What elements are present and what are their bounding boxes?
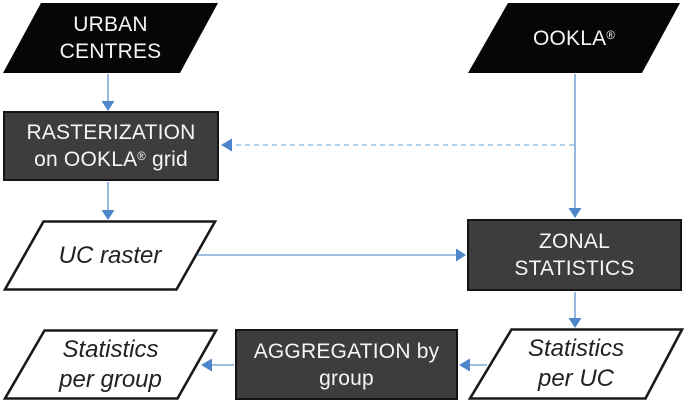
zonal-statistics-label: ZONAL STATISTICS bbox=[469, 221, 680, 289]
rasterization-label: RASTERIZATION on OOKLA® grid bbox=[5, 113, 217, 179]
node-urban-centres: URBAN CENTRES bbox=[3, 3, 218, 73]
statistics-per-uc-label: Statistics per UC bbox=[468, 328, 684, 400]
statistics-per-uc-line2: per UC bbox=[537, 365, 615, 392]
rasterization-line2-prefix: on OOKLA bbox=[34, 148, 138, 171]
node-rasterization: RASTERIZATION on OOKLA® grid bbox=[3, 111, 219, 181]
edge-urban-centres-to-rasterization bbox=[101, 74, 115, 111]
parallelogram-shape bbox=[468, 3, 680, 73]
uc-raster-text: UC raster bbox=[58, 241, 162, 269]
parallelogram-shape bbox=[467, 328, 685, 400]
node-statistics-per-uc: Statistics per UC bbox=[467, 328, 685, 400]
statistics-per-group-line2: per group bbox=[59, 365, 162, 393]
arrowhead-down-icon bbox=[101, 210, 115, 220]
registered-trademark-symbol: ® bbox=[137, 151, 146, 164]
zonal-statistics-line1: ZONAL bbox=[538, 230, 610, 253]
arrowhead-left-icon bbox=[201, 358, 212, 372]
arrowhead-down-icon bbox=[568, 318, 582, 328]
statistics-per-group-label: Statistics per group bbox=[3, 329, 218, 400]
arrowhead-left-icon bbox=[221, 138, 232, 152]
edge-statistics-per-uc-to-aggregation bbox=[459, 358, 487, 372]
aggregation-label: AGGREGATION by group bbox=[237, 331, 456, 398]
ookla-label: OOKLA® bbox=[468, 3, 680, 73]
edge-ookla-to-zonal-statistics bbox=[568, 74, 582, 218]
aggregation-line2: group bbox=[319, 366, 374, 390]
node-aggregation: AGGREGATION by group bbox=[235, 329, 458, 400]
arrowhead-down-icon bbox=[568, 208, 582, 218]
edge-uc-raster-to-zonal-statistics bbox=[198, 248, 466, 262]
parallelogram-shape bbox=[3, 3, 218, 73]
ookla-text: OOKLA® bbox=[533, 25, 615, 52]
parallelogram-shape bbox=[2, 220, 218, 291]
rasterization-line2: on OOKLA® grid bbox=[34, 146, 188, 173]
arrowhead-left-icon bbox=[459, 358, 470, 372]
edge-zonal-statistics-to-statistics-per-uc bbox=[568, 292, 582, 328]
registered-trademark-symbol: ® bbox=[606, 29, 616, 42]
aggregation-line1: AGGREGATION by bbox=[253, 339, 440, 363]
node-zonal-statistics: ZONAL STATISTICS bbox=[467, 219, 682, 291]
rasterization-line1: RASTERIZATION bbox=[26, 121, 196, 144]
edge-rasterization-to-uc-raster bbox=[101, 182, 115, 220]
arrowhead-right-icon bbox=[456, 248, 466, 262]
urban-centres-line2: CENTRES bbox=[59, 40, 162, 63]
node-statistics-per-group: Statistics per group bbox=[2, 329, 219, 400]
uc-raster-label: UC raster bbox=[3, 220, 217, 291]
parallelogram-shape bbox=[2, 329, 219, 400]
arrowhead-down-icon bbox=[101, 101, 115, 111]
urban-centres-line1: URBAN bbox=[73, 13, 148, 36]
ookla-name: OOKLA bbox=[532, 26, 607, 50]
statistics-per-group-line1: Statistics bbox=[62, 335, 159, 363]
node-uc-raster: UC raster bbox=[2, 220, 218, 291]
edge-ookla-to-rasterization-dashed bbox=[221, 138, 574, 152]
zonal-statistics-line2: STATISTICS bbox=[514, 257, 635, 280]
rasterization-line2-suffix: grid bbox=[146, 148, 188, 171]
statistics-per-uc-line1: Statistics bbox=[527, 335, 625, 362]
edge-aggregation-to-statistics-per-group bbox=[201, 358, 234, 372]
urban-centres-label: URBAN CENTRES bbox=[3, 3, 218, 73]
node-ookla: OOKLA® bbox=[468, 3, 680, 73]
